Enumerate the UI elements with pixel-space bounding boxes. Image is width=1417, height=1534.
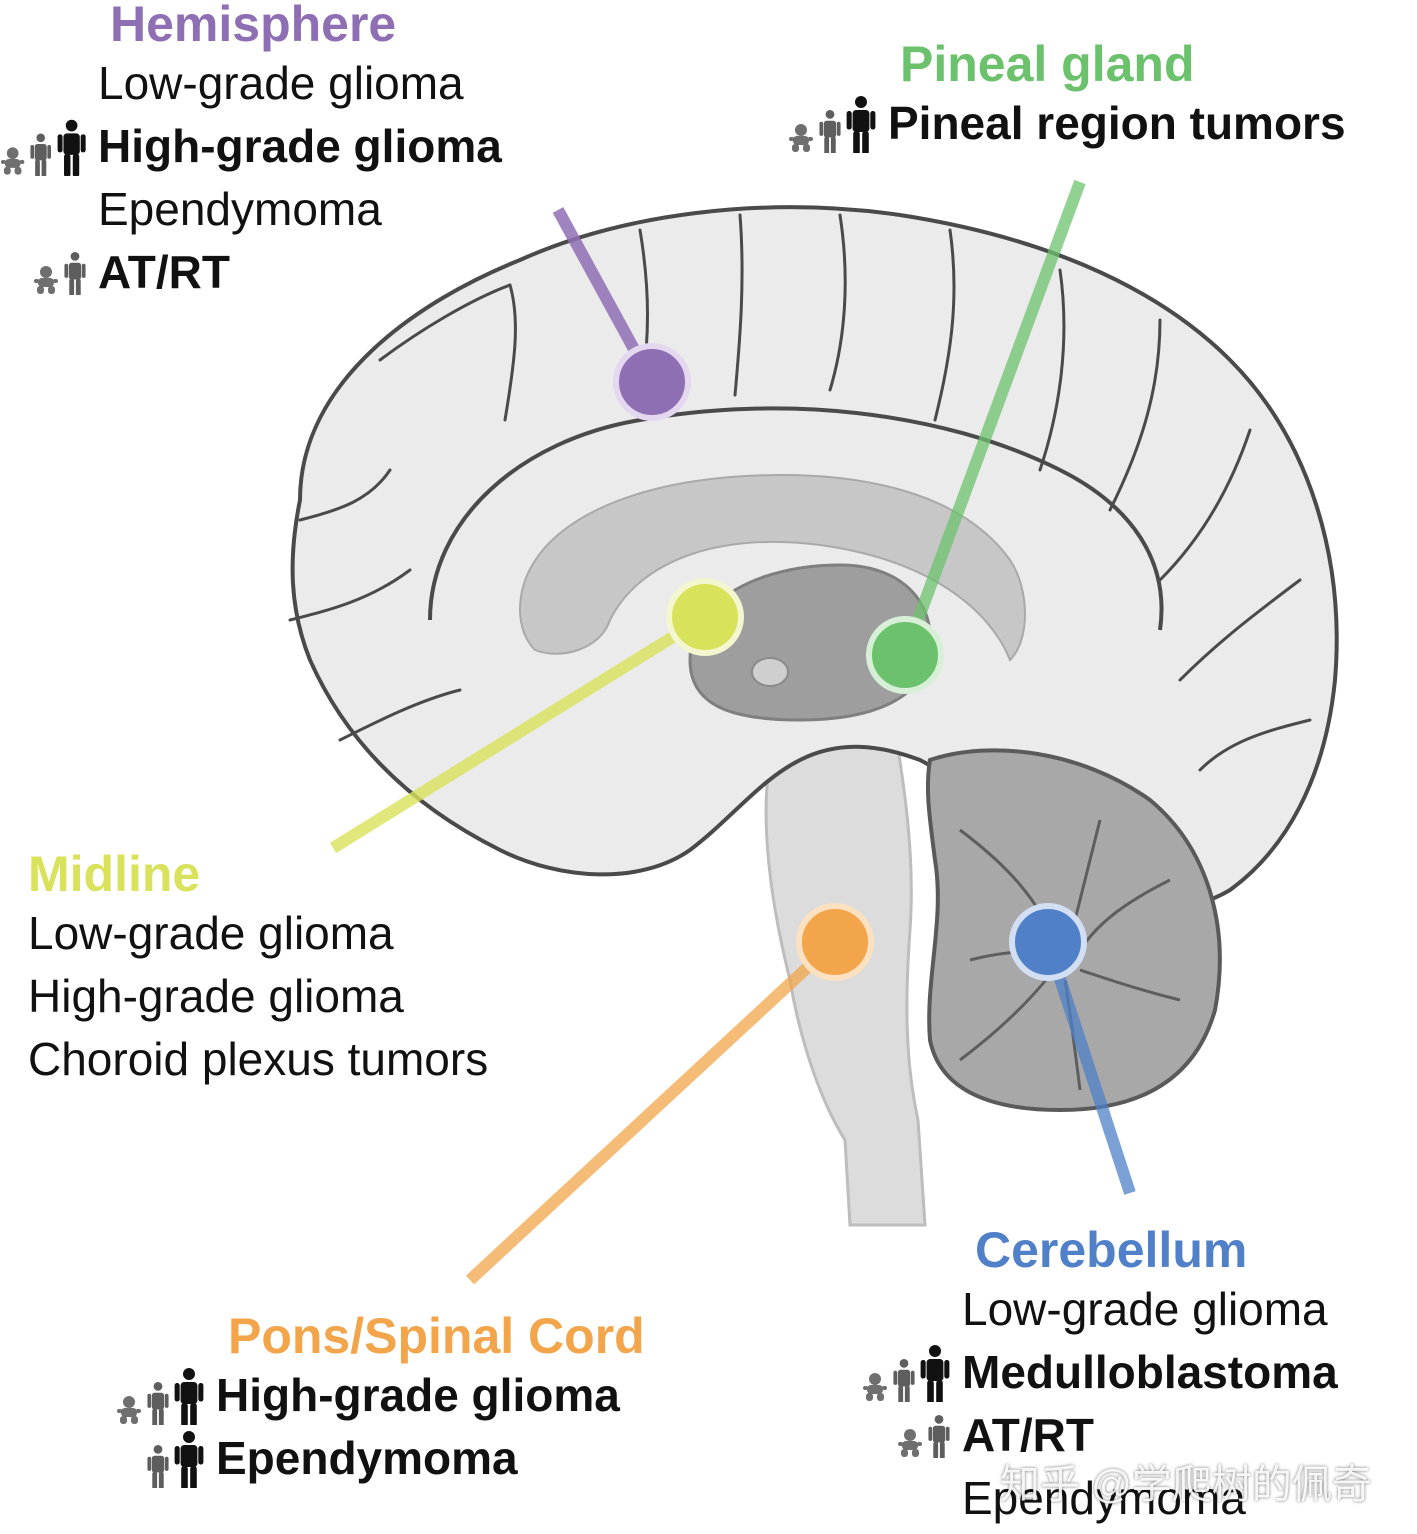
adult-icon [57, 119, 86, 176]
pons-connector [465, 937, 840, 1285]
age-icons [862, 1344, 950, 1402]
midline-entry: High-grade glioma [28, 965, 488, 1028]
pons-entry: High-grade glioma [108, 1364, 645, 1427]
infant-icon [0, 146, 25, 175]
cerebellum-connector [1042, 940, 1136, 1195]
pons-entry-text: High-grade glioma [216, 1369, 620, 1421]
pineal-connector [899, 179, 1086, 658]
age-icons [780, 95, 876, 153]
child-icon [893, 1358, 915, 1402]
child-icon [147, 1444, 169, 1488]
adult-icon [174, 1430, 204, 1488]
cerebellum-entry-text: AT/RT [962, 1409, 1095, 1461]
child-icon [928, 1414, 950, 1458]
pineal-title: Pineal gland [900, 36, 1195, 92]
pineal-label-block: Pineal gland Pineal region tumors [780, 36, 1346, 155]
age-icons [862, 1414, 950, 1458]
infant-icon [863, 1372, 887, 1401]
cerebellum-entry: AT/RT [862, 1404, 1338, 1467]
midline-entry-text: Low-grade glioma [28, 907, 394, 959]
watermark: 知乎 @学爬树的佩奇 [1000, 1463, 1372, 1507]
hemisphere-entry: Low-grade glioma [0, 52, 502, 115]
infant-icon [34, 265, 58, 294]
midline-entry-text: Choroid plexus tumors [28, 1033, 489, 1085]
midline-title: Midline [28, 846, 201, 902]
pineal-marker [866, 616, 944, 694]
pons-marker [796, 903, 874, 981]
pineal-entry: Pineal region tumors [780, 92, 1346, 155]
hemisphere-entry: Ependymoma [0, 178, 502, 241]
infant-icon [789, 123, 813, 152]
midline-entry: Choroid plexus tumors [28, 1028, 488, 1091]
child-icon [147, 1381, 169, 1425]
corpus-callosum [518, 474, 1026, 662]
intermediate-mass [751, 657, 789, 687]
cerebellum-title: Cerebellum [975, 1222, 1248, 1278]
cerebellum-entry: Medulloblastoma [862, 1341, 1338, 1404]
midline-entry: Low-grade glioma [28, 902, 488, 965]
infant-icon [898, 1428, 922, 1457]
adult-icon [846, 95, 876, 153]
hemisphere-title: Hemisphere [110, 0, 397, 52]
adult-icon [920, 1344, 950, 1402]
gyri [288, 213, 1312, 772]
cerebellum-entry-text: Low-grade glioma [962, 1283, 1328, 1335]
age-icons [108, 1430, 204, 1488]
pineal-entry-text: Pineal region tumors [888, 97, 1346, 149]
hemisphere-entry: AT/RT [0, 241, 502, 304]
cerebellum-folia [959, 819, 1181, 1091]
child-icon [819, 109, 841, 153]
hemisphere-entry-text: Low-grade glioma [98, 57, 464, 109]
midline-marker [666, 578, 744, 656]
midline-entry-text: High-grade glioma [28, 970, 404, 1022]
cerebellum-entry: Low-grade glioma [862, 1278, 1338, 1341]
child-icon [64, 251, 86, 295]
hemisphere-marker [613, 343, 691, 421]
hemisphere-entry-text: AT/RT [98, 246, 231, 298]
pons-entry-text: Ependymoma [216, 1432, 518, 1484]
age-icons [0, 118, 86, 176]
cerebellum-entry: Ependymoma [862, 1467, 1338, 1530]
hemisphere-entry-text: High-grade glioma [98, 120, 502, 172]
adult-icon [174, 1367, 204, 1425]
child-icon [30, 133, 52, 176]
cerebellum-entry-text: Ependymoma [962, 1472, 1246, 1524]
infant-icon [117, 1395, 141, 1424]
pons-entry: Ependymoma [108, 1427, 645, 1490]
cerebellum-marker [1009, 903, 1087, 981]
cerebellum-entry-text: Medulloblastoma [962, 1346, 1338, 1398]
midline-connector [329, 611, 709, 854]
cingulate-contour [428, 406, 1164, 631]
age-icons [108, 1367, 204, 1425]
hemisphere-entry: High-grade glioma [0, 115, 502, 178]
pons-title: Pons/Spinal Cord [228, 1308, 645, 1364]
hemisphere-entry-text: Ependymoma [98, 183, 382, 235]
age-icons [0, 251, 86, 295]
